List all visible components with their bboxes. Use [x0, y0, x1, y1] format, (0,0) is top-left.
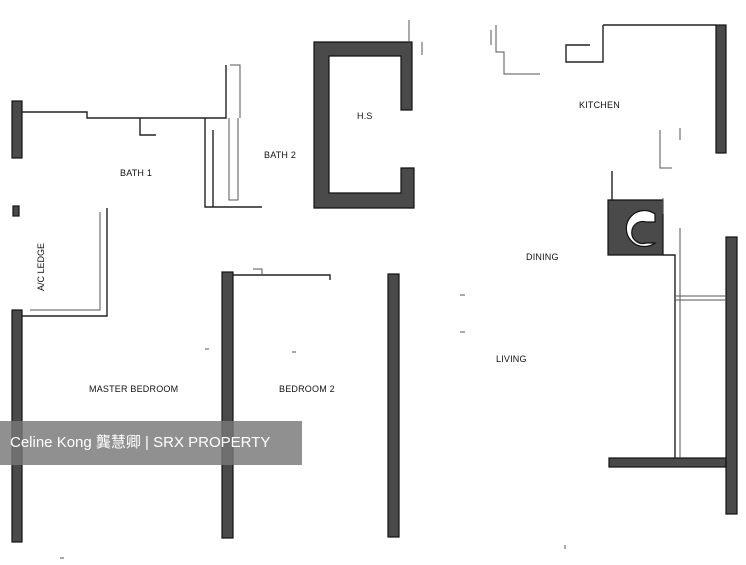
wall-left-ledge-stub: [12, 205, 20, 217]
kitchen-left-line: [565, 25, 604, 63]
wall-master-bedroom-right: [221, 271, 234, 539]
bath1-top-line: [22, 65, 227, 119]
bath1-partition-2: [204, 118, 262, 208]
label-bath1: BATH 1: [120, 168, 153, 178]
wall-bedroom2-right: [387, 273, 400, 538]
label-master-bedroom: MASTER BEDROOM: [89, 384, 179, 394]
watermark-banner: Celine Kong 龔慧卿 | SRX PROPERTY: [0, 421, 302, 465]
wall-balcony-bottom: [608, 457, 727, 468]
label-hs: H.S: [357, 111, 373, 121]
label-kitchen: KITCHEN: [579, 100, 620, 110]
wall-living-right: [725, 236, 738, 515]
label-bedroom2: BEDROOM 2: [279, 384, 335, 394]
bedroom2-top-inner: [253, 268, 263, 275]
label-bath2: BATH 2: [264, 150, 297, 160]
ac-ledge-right: [22, 208, 108, 317]
ac-ledge-inner: [30, 212, 101, 311]
balcony-line: [663, 254, 676, 458]
bath2-left-line: [228, 118, 239, 201]
bedroom2-top: [233, 274, 331, 280]
bath2-top-marks: [230, 64, 241, 118]
bath1-partition: [139, 118, 156, 136]
duct-column: [607, 199, 664, 256]
wall-left-top: [11, 100, 23, 159]
label-dining: DINING: [526, 252, 559, 262]
label-living: LIVING: [496, 354, 527, 364]
label-ac-ledge: A/C LEDGE: [36, 242, 47, 292]
wall-household-shelter: [313, 41, 415, 209]
wall-kitchen-right: [715, 24, 727, 154]
kitchen-left-line-2: [495, 25, 528, 75]
kitchen-lower-lines: [659, 130, 672, 169]
